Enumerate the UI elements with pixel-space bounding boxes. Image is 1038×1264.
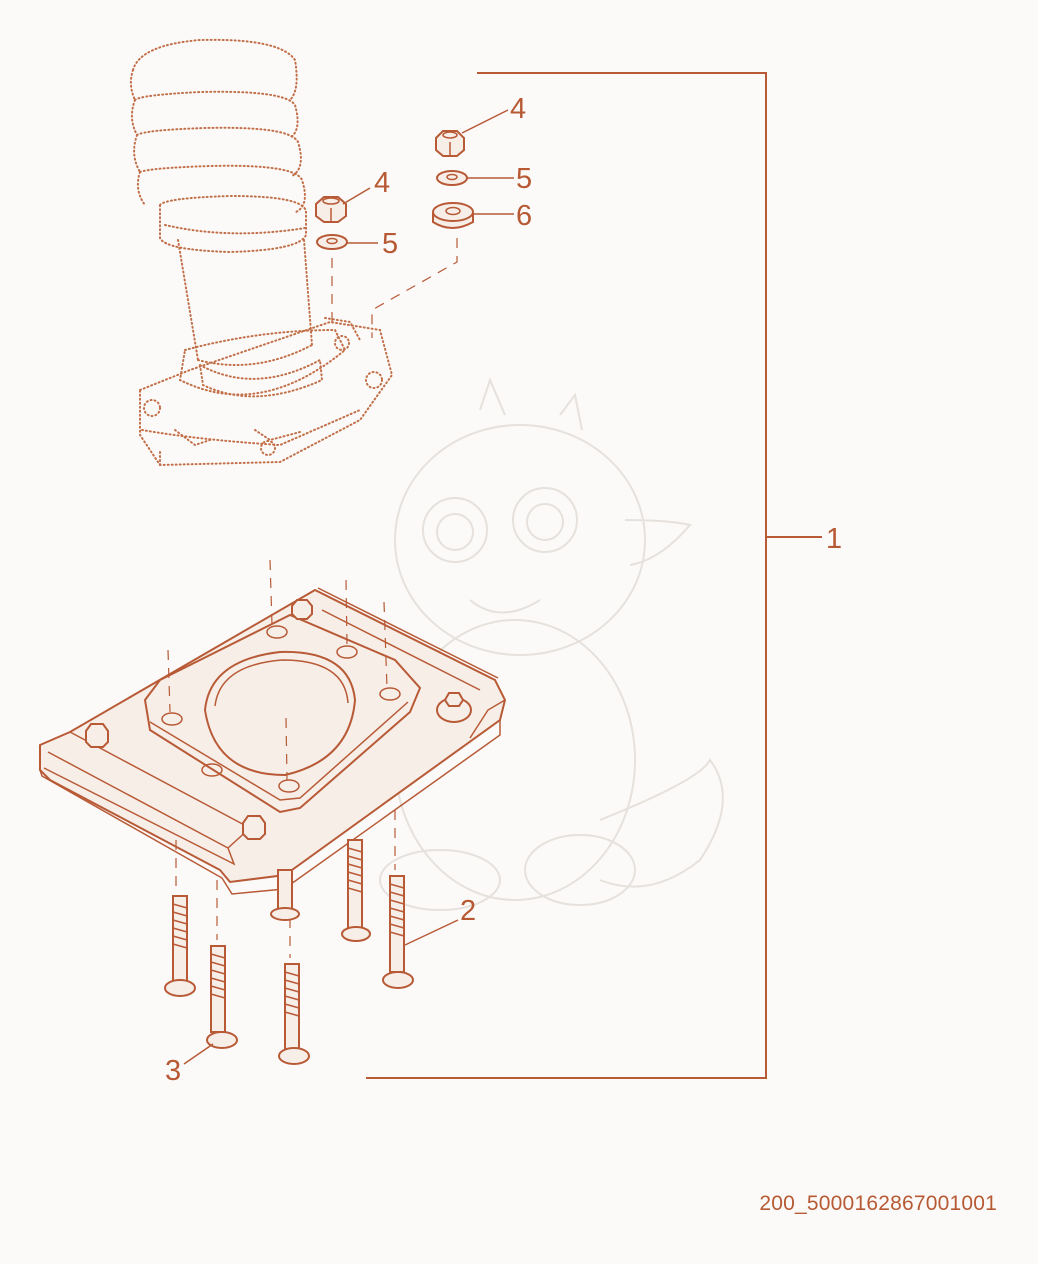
spacer-right bbox=[432, 202, 474, 229]
leader-line-3 bbox=[183, 1043, 214, 1065]
assembly-bracket bbox=[366, 72, 822, 1079]
callout-nut-left: 4 bbox=[374, 167, 390, 199]
washer-right bbox=[436, 170, 468, 186]
alignment-lines-plate bbox=[167, 559, 396, 958]
hex-nut-left bbox=[315, 196, 347, 223]
leader-line-2 bbox=[404, 919, 459, 946]
corner-nut-front-left bbox=[85, 723, 109, 748]
bolt-right-long bbox=[382, 875, 414, 989]
bolt-back-center bbox=[270, 869, 300, 921]
callout-washer-left: 5 bbox=[382, 228, 398, 260]
corner-nut-back-left bbox=[291, 599, 313, 620]
bolt-left-front bbox=[206, 945, 238, 1049]
baby-dragon-watermark-icon bbox=[379, 377, 724, 911]
bolt-left-back bbox=[164, 895, 196, 997]
corner-nut-front-right bbox=[242, 815, 266, 840]
bolt-front-center bbox=[278, 963, 310, 1065]
base-plate bbox=[39, 587, 507, 895]
washer-left bbox=[316, 234, 348, 250]
callout-short-bolt: 3 bbox=[165, 1055, 181, 1087]
figure-id: 200_5000162867001001 bbox=[759, 1192, 997, 1215]
corner-nut-right bbox=[436, 692, 472, 723]
callout-nut-right: 4 bbox=[510, 93, 526, 125]
bolt-back-right bbox=[341, 839, 371, 942]
callout-washer-right: 5 bbox=[516, 163, 532, 195]
callout-spacer-right: 6 bbox=[516, 200, 532, 232]
callout-assembly: 1 bbox=[826, 523, 842, 555]
rammer-body-phantom bbox=[129, 38, 394, 467]
callout-long-bolt: 2 bbox=[460, 895, 476, 927]
hex-nut-right bbox=[435, 130, 465, 157]
leader-lines-upper bbox=[342, 109, 514, 244]
